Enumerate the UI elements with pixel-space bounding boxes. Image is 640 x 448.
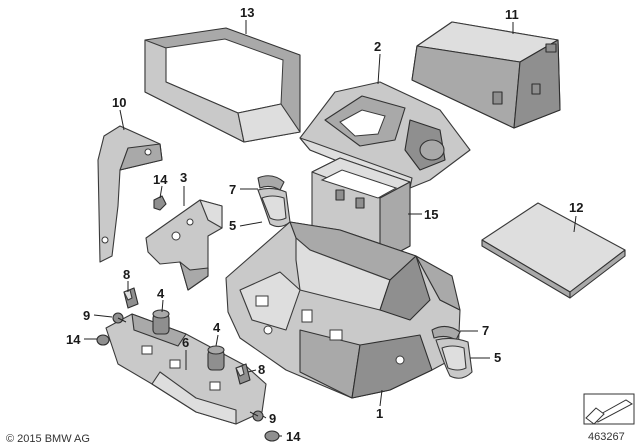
callout-1: 1	[376, 406, 383, 421]
corner-symbol-box	[583, 393, 635, 425]
part-9-screw-lower	[249, 410, 264, 422]
callout-13: 13	[240, 5, 254, 20]
callout-9-top: 9	[83, 308, 90, 323]
part-7-5-clamp-upper	[257, 175, 291, 228]
diagram-number: 463267	[588, 431, 625, 443]
leader-lines	[84, 20, 577, 437]
callout-10: 10	[112, 95, 126, 110]
part-4-grommet-upper	[152, 309, 170, 335]
part-14-cap-lower	[264, 430, 280, 442]
part-9-screw-upper	[112, 312, 127, 324]
part-13-battery-sleeve	[144, 27, 301, 143]
part-4-grommet-lower	[207, 345, 225, 371]
part-8-clip-lower	[235, 363, 251, 385]
callout-5-bottom: 5	[494, 350, 501, 365]
callout-14-left: 14	[66, 332, 81, 347]
callout-9-bottom: 9	[269, 411, 276, 426]
part-11-battery-cover	[411, 21, 561, 129]
part-3-holder-plate	[145, 199, 223, 291]
callout-8-bottom: 8	[258, 362, 265, 377]
part-14-clip	[153, 195, 167, 211]
part-12-pad	[481, 202, 626, 299]
callout-14-top: 14	[153, 172, 168, 187]
callout-12: 12	[569, 200, 583, 215]
callout-11: 11	[505, 7, 519, 22]
callout-6: 6	[182, 335, 189, 350]
copyright-text: © 2015 BMW AG	[6, 433, 90, 445]
callout-7-top: 7	[229, 182, 236, 197]
callout-7-bottom: 7	[482, 323, 489, 338]
callout-4-bottom: 4	[213, 320, 221, 335]
callout-5-top: 5	[229, 218, 236, 233]
callout-4-top: 4	[157, 286, 165, 301]
callout-15: 15	[424, 207, 438, 222]
callout-2: 2	[374, 39, 381, 54]
part-14-cap-left	[96, 334, 110, 346]
part-8-clip-upper	[123, 287, 139, 309]
callout-3: 3	[180, 170, 187, 185]
callout-14-bottom: 14	[286, 429, 301, 444]
callout-8-top: 8	[123, 267, 130, 282]
part-10-bracket	[97, 125, 163, 263]
part-7-5-clamp-lower	[431, 325, 473, 379]
